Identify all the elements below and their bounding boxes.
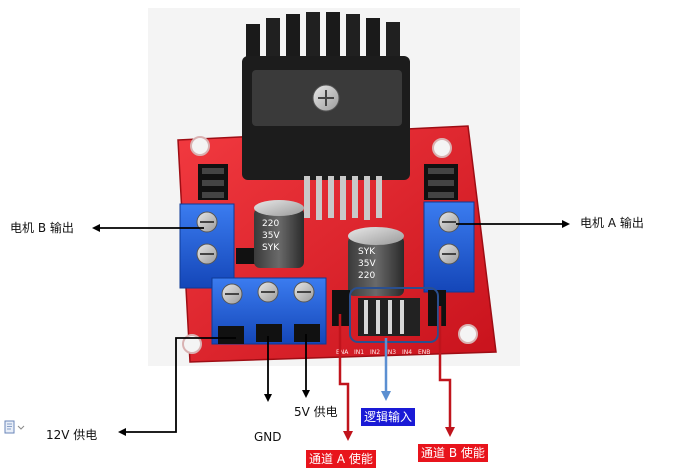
label-12v-supply: 12V 供电	[46, 428, 98, 442]
capacitor-right-text-2: 35V	[358, 259, 376, 269]
capacitor-left-text-1: 220	[262, 219, 279, 229]
capacitor-left-text-3: SYK	[262, 243, 280, 253]
mount-hole-tr	[432, 138, 452, 158]
terminal-power	[211, 277, 327, 345]
tag-logic-input: 逻辑输入	[361, 408, 416, 426]
jumper-block-left	[198, 164, 228, 200]
label-motor-a-output: 电机 A 输出	[580, 216, 644, 230]
logic-input-highlight	[349, 287, 439, 343]
capacitor-left: 220 35V SYK	[254, 200, 304, 268]
capacitor-right-text-3: 220	[358, 271, 375, 281]
pin-label-in3: IN3	[386, 349, 396, 356]
heatsink	[242, 12, 410, 180]
capacitor-left-text-2: 35V	[262, 231, 280, 241]
jumper-block-right	[424, 164, 458, 200]
document-icon[interactable]	[4, 420, 26, 434]
chip-pins	[304, 176, 382, 220]
terminal-motor-a	[423, 201, 475, 293]
pin-label-enb: ENB	[418, 349, 430, 356]
arrow-channel-b-enable	[438, 306, 455, 437]
tag-channel-b-enable: 通道 B 使能	[418, 444, 488, 462]
label-motor-b-output: 电机 B 输出	[10, 221, 74, 235]
tag-channel-a-enable: 通道 A 使能	[306, 450, 376, 468]
pin-label-in1: IN1	[354, 349, 364, 356]
mount-hole-br	[458, 324, 478, 344]
capacitor-right: SYK 35V 220	[348, 227, 404, 296]
arrow-12v	[118, 337, 236, 436]
label-gnd: GND	[254, 430, 282, 444]
mount-hole-tl	[190, 136, 210, 156]
capacitor-right-text-1: SYK	[358, 247, 376, 257]
logic-pin-header: ENA IN1 IN2 IN3 IN4 ENB	[332, 287, 446, 356]
pin-label-ena: ENA	[336, 349, 349, 356]
pin-label-in2: IN2	[370, 349, 380, 356]
mount-hole-bl	[182, 334, 202, 354]
terminal-motor-b	[179, 203, 235, 289]
pin-label-in4: IN4	[402, 349, 412, 356]
arrow-channel-a-enable	[338, 314, 353, 441]
label-5v-supply: 5V 供电	[294, 405, 338, 419]
